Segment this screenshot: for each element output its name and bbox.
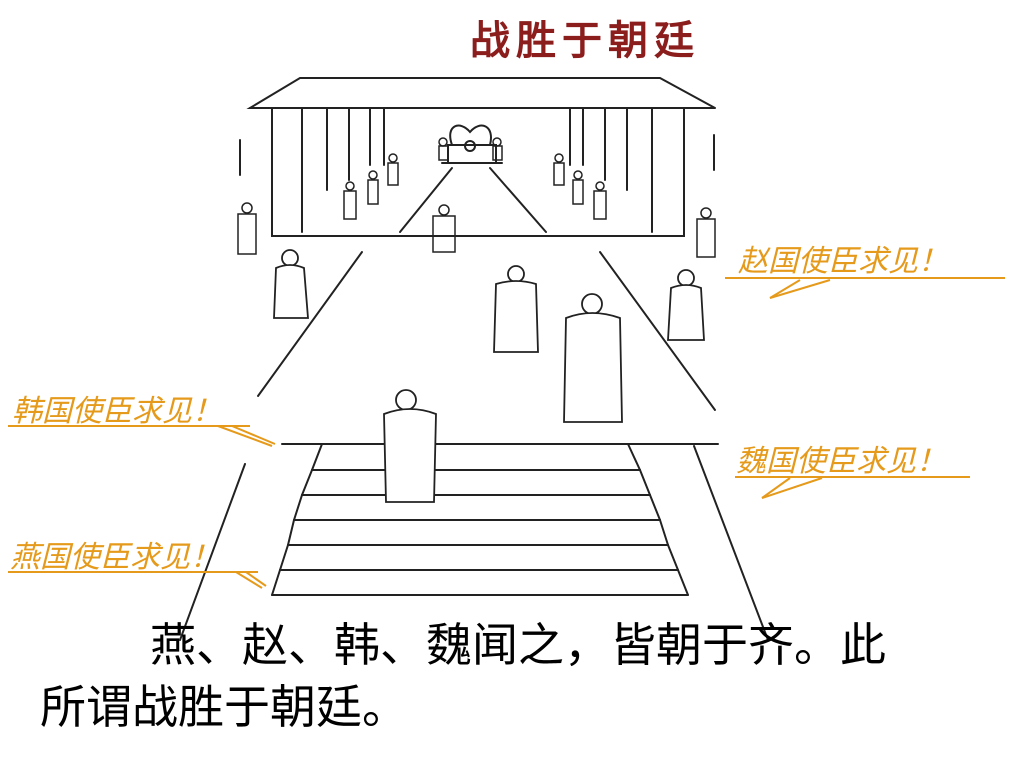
palace-roof xyxy=(246,77,716,109)
yan-envoy-speech: 燕国使臣求见！ xyxy=(10,540,220,575)
caption-text: 燕、赵、韩、魏闻之，皆朝于齐。此 所谓战胜于朝廷。 xyxy=(40,614,1000,738)
zhao-envoy-speech: 赵国使臣求见！ xyxy=(738,244,948,279)
palace-hall xyxy=(239,107,715,237)
page-title: 战胜于朝廷 xyxy=(470,17,700,64)
envoy-figures xyxy=(273,249,705,503)
caption-line-2: 所谓战胜于朝廷。 xyxy=(40,680,408,734)
speech-bubble-tails xyxy=(8,277,1005,589)
han-envoy-speech: 韩国使臣求见！ xyxy=(12,394,222,429)
caption-line-1: 燕、赵、韩、魏闻之，皆朝于齐。此 xyxy=(150,618,886,672)
palace-stairs xyxy=(271,443,689,596)
official-figures-hall xyxy=(237,137,716,258)
wei-envoy-speech: 魏国使臣求见！ xyxy=(736,444,946,479)
